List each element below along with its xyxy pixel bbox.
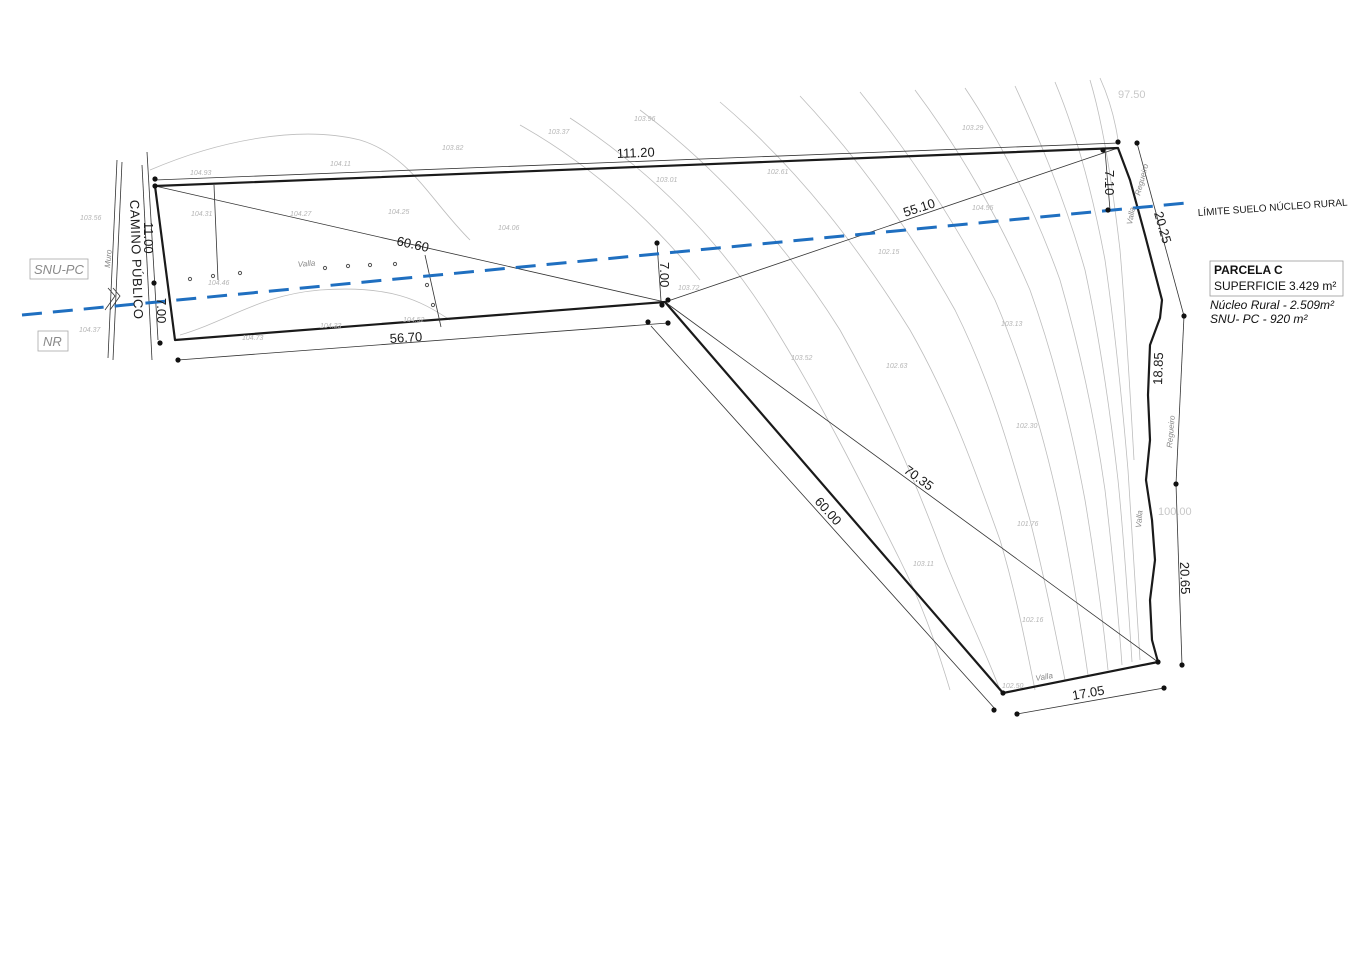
spot-elevation: 104.11: [330, 161, 351, 168]
zone-snu-pc-label: SNU-PC: [34, 262, 84, 277]
dimension-label: 7.00: [657, 262, 672, 287]
spot-elevation: 103.82: [442, 145, 464, 152]
dimension-label: 7.00: [154, 298, 169, 323]
spot-elevation: 104.52: [403, 317, 425, 324]
contour-lines: [149, 77, 1141, 691]
surface-label: SUPERFICIE: [1214, 279, 1286, 293]
spot-elevation: 102.15: [878, 249, 900, 256]
fence-points: [187, 261, 436, 308]
dimension-label: 70.35: [901, 462, 936, 493]
spot-elevation: 104.55: [972, 205, 994, 212]
dimension-label: 7.10: [1102, 170, 1117, 195]
spot-elevation: 104.33: [320, 323, 342, 330]
spot-elevation: 104.37: [79, 327, 102, 334]
fence-label: Valla: [1125, 206, 1137, 225]
spot-elevation: 101.76: [1017, 521, 1039, 528]
parcel-c-outline: [153, 146, 1164, 695]
spot-elevation: 102.63: [886, 363, 908, 370]
spot-elevation: 104.06: [498, 225, 520, 232]
spot-elevation: 102.16: [1022, 617, 1044, 624]
surface-value: 3.429 m²: [1289, 279, 1336, 293]
spot-elevation: 103.37: [548, 129, 571, 136]
fence-label: Valla: [297, 258, 316, 269]
spot-elevation: 104.46: [208, 280, 230, 287]
dimension-label: 20.65: [1177, 562, 1193, 595]
parcel-title: PARCELA C: [1214, 263, 1283, 277]
spot-elevation: 103.96: [634, 116, 656, 123]
dimension-label: 56.70: [389, 329, 422, 346]
spot-elevation: 103.11: [913, 561, 934, 568]
road-lines: [104, 151, 159, 361]
dimension-label: 11.00: [141, 222, 156, 254]
rural-nucleus-area: Núcleo Rural - 2.509m²: [1210, 298, 1335, 312]
zone-snu-pc: SNU-PC: [29, 258, 89, 280]
spot-elevation: 102.30: [1016, 423, 1038, 430]
vertex-points: [151, 139, 1187, 717]
spot-elevation: 104.25: [388, 209, 410, 216]
spot-elevation: 104.93: [190, 170, 212, 177]
spot-elevation: 103.01: [656, 177, 678, 184]
stream-label: Regueiro: [1133, 162, 1150, 196]
parcel-info-panel: PARCELA C SUPERFICIE 3.429 m² Núcleo Rur…: [1209, 260, 1344, 326]
elevation-100-label: 100.00: [1158, 506, 1192, 518]
stream-label: Regueiro: [1165, 414, 1177, 448]
spot-elevation: 103.52: [791, 355, 813, 362]
spot-elevation: 102.50: [1002, 683, 1024, 690]
dimension-label: 17.05: [1071, 683, 1106, 703]
spot-elevation: 103.29: [962, 125, 984, 132]
dimension-lines: [154, 142, 1185, 715]
wall-label: Muro: [103, 249, 114, 268]
dimension-label: 60.60: [395, 233, 430, 255]
spot-elevation: 103.72: [678, 285, 700, 292]
boundary-limit-label: LÍMITE SUELO NÚCLEO RURAL: [1197, 196, 1348, 219]
dimension-label: 18.85: [1150, 352, 1166, 385]
snu-pc-area: SNU- PC - 920 m²: [1210, 312, 1308, 326]
spot-elevations: 103.37 103.96 103.82 103.29 104.11 103.0…: [79, 116, 1044, 690]
zone-nr: NR: [37, 330, 69, 352]
fence-label: Valla: [1035, 671, 1054, 683]
fence-label: Valla: [1134, 509, 1145, 528]
spot-elevation: 103.13: [1001, 321, 1023, 328]
spot-elevation: 104.27: [290, 211, 313, 218]
dimension-label: 55.10: [901, 196, 937, 220]
dimension-label: 111.20: [617, 144, 655, 161]
road-label: CAMINO PÚBLICO: [127, 200, 146, 320]
spot-elevation: 103.56: [80, 215, 102, 222]
dimension-label: 20.25: [1151, 210, 1174, 245]
spot-elevation: 102.61: [767, 169, 789, 176]
zone-nr-label: NR: [43, 334, 62, 349]
elevation-97-label: 97.50: [1118, 89, 1146, 101]
rural-nucleus-boundary-line: [21, 201, 1187, 317]
spot-elevation: 104.73: [242, 335, 264, 342]
spot-elevation: 104.31: [191, 211, 213, 218]
triangulation-lines: [154, 147, 1159, 663]
